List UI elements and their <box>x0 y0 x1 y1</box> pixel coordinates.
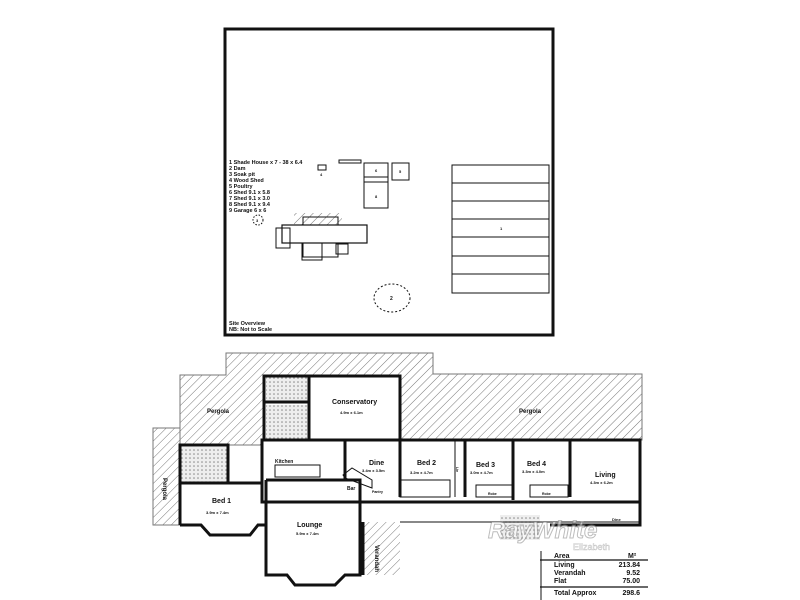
ensuite <box>181 447 229 483</box>
room-size: 3.9m x 7.4m <box>206 510 229 515</box>
table-cell: Living <box>554 562 575 569</box>
closet <box>399 479 451 498</box>
shed-8 <box>363 181 389 209</box>
marker: 5 <box>399 169 402 174</box>
pergola-label: Pergola <box>207 409 230 415</box>
legend-item: 6 Shed 9.1 x 5.8 <box>229 190 270 196</box>
room-label: Dine <box>612 517 621 522</box>
site-legend: 1 Shade House x 7 - 38 x 6.4 2 Dam 3 Soa… <box>229 160 303 214</box>
verandah <box>363 522 400 575</box>
room-size: 3.0m x 4.7m <box>470 470 493 475</box>
marker: 2 <box>390 296 393 302</box>
bathroom <box>266 405 308 440</box>
legend-item: 1 Shade House x 7 - 38 x 6.4 <box>229 160 303 166</box>
robe <box>475 484 513 498</box>
watermark-office: Elizabeth <box>573 542 610 552</box>
table-cell: 9.52 <box>626 570 640 577</box>
room-label: Lounge <box>297 522 322 529</box>
room-label: Dine <box>369 460 384 467</box>
poultry <box>391 162 410 181</box>
room-label: Living <box>595 472 616 479</box>
room-size: 3.3m x 4.0m <box>522 469 545 474</box>
scale-note: NB: Not to Scale <box>229 327 272 333</box>
site-frame <box>223 27 555 337</box>
marker: 4 <box>320 172 323 177</box>
poultry-strip <box>338 159 362 164</box>
watermark-brand: RayWhite <box>488 517 597 544</box>
table-header: Area <box>554 553 570 560</box>
room-size: 3.2m x 4.7m <box>410 470 433 475</box>
legend-item: 3 Soak pit <box>229 172 255 178</box>
laundry <box>266 376 308 401</box>
room-size: 4.3m x 6.2m <box>590 480 613 485</box>
pergola-label: Pergola <box>519 409 542 415</box>
house-floor-plan: Pergola Pergola Pergola C <box>152 352 643 587</box>
robe <box>529 484 569 498</box>
marker: 1 <box>500 226 503 231</box>
room-size: 5.9m x 7.4m <box>296 531 319 536</box>
legend-item: 9 Garage 6 x 6 <box>229 208 266 214</box>
room-label: Conservatory <box>332 399 377 406</box>
minor-label: Pantry <box>372 490 383 494</box>
room-label: Bed 4 <box>527 461 546 468</box>
room-label: Bed 2 <box>417 460 436 467</box>
table-header: M² <box>628 553 637 560</box>
wood-shed <box>317 164 327 171</box>
minor-label: Robe <box>488 492 497 496</box>
minor-label: Lin <box>455 467 459 472</box>
mini-house <box>275 213 368 261</box>
table-total: Total Approx <box>554 590 596 597</box>
table-cell: Verandah <box>554 570 586 577</box>
shade-houses: 1 <box>451 164 550 294</box>
minor-label: Robe <box>542 492 551 496</box>
kitchen-bench <box>274 464 321 478</box>
legend-item: 8 Shed 9.1 x 9.4 <box>229 202 271 208</box>
marker: 8 <box>375 194 378 199</box>
room-label: Bed 3 <box>476 462 495 469</box>
marker: 3 <box>256 218 259 223</box>
area-table: Area M² Living 213.84 Verandah 9.52 Flat… <box>540 551 649 600</box>
table-cell: 213.84 <box>619 562 641 569</box>
room-size: 4.9m x 6.1m <box>340 410 363 415</box>
room-label: Kitchen <box>275 459 293 465</box>
dam <box>373 283 411 313</box>
table-cell: Flat <box>554 578 567 585</box>
legend-item: 5 Poultry <box>229 184 253 190</box>
pergola-label: Pergola <box>161 478 167 501</box>
watermark-logo: RayWhite Elizabeth <box>488 517 611 553</box>
soak-pit <box>252 214 264 226</box>
site-caption: Site Overview <box>229 321 266 327</box>
table-total: 298.6 <box>622 590 640 597</box>
room-size: 3.4m x 3.5m <box>362 468 385 473</box>
site-overview: 1 Shade House x 7 - 38 x 6.4 2 Dam 3 Soa… <box>223 27 555 337</box>
legend-item: 4 Wood Shed <box>229 178 264 184</box>
legend-item: 7 Shed 9.1 x 3.0 <box>229 196 270 202</box>
room-label: Bed 1 <box>212 498 231 505</box>
legend-item: 2 Dam <box>229 166 246 172</box>
room-label: Verandah <box>373 545 379 572</box>
marker: 6 <box>375 168 378 173</box>
bar-counter <box>342 467 373 489</box>
table-cell: 75.00 <box>622 578 640 585</box>
room-label: Bar <box>347 486 355 492</box>
